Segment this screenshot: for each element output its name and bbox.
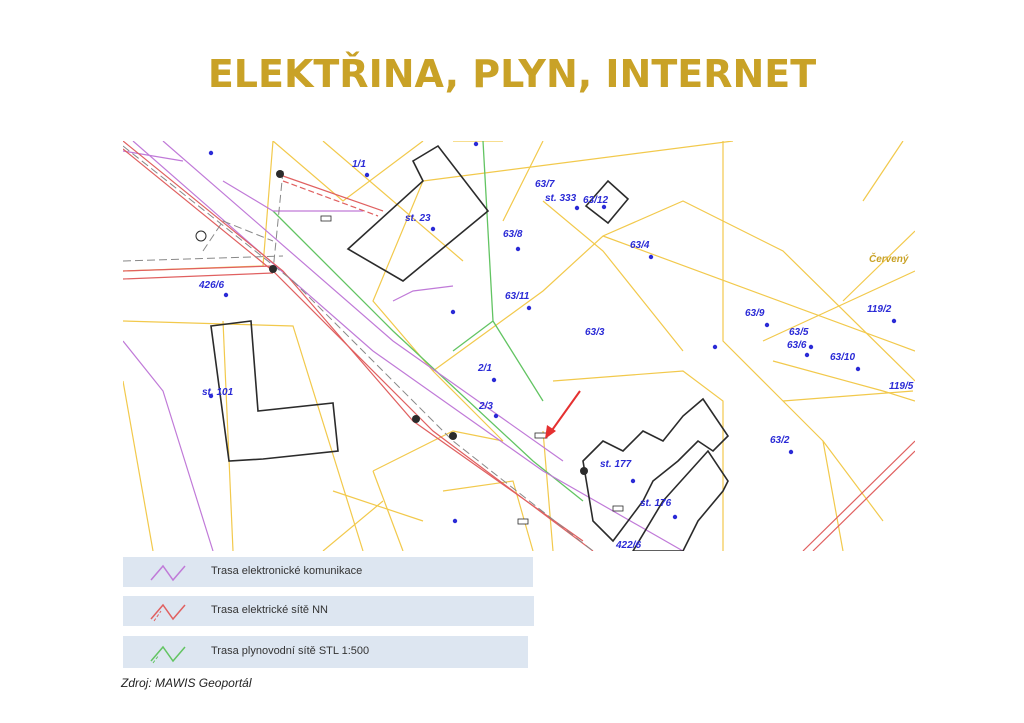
- parcel-points: [208, 141, 897, 524]
- map-canvas: 1/1 st. 23 63/7 st. 333 63/12 63/8 63/4 …: [123, 141, 915, 551]
- parcel-label: 63/2: [770, 435, 790, 446]
- electronic-route-line-icon: [150, 564, 186, 582]
- parcel-label: 63/5: [789, 327, 809, 338]
- parcel-label: 63/9: [745, 308, 765, 319]
- parcel-label: 63/10: [830, 352, 855, 363]
- parcel-label: 422/6: [615, 540, 641, 551]
- parcel-label: 63/7: [535, 179, 555, 190]
- parcel-boundaries: [123, 141, 915, 551]
- location-arrow: [545, 390, 581, 439]
- legend-item-electric: Trasa elektrické sítě NN: [123, 596, 534, 626]
- legend-label: Trasa elektronické komunikace: [211, 565, 363, 577]
- parcel-label: st. 23: [405, 213, 431, 224]
- parcel-label: 63/8: [503, 229, 523, 240]
- parcel-label: 119/5: [889, 381, 914, 392]
- parcel-label: 63/3: [585, 327, 605, 338]
- parcel-label: 2/1: [477, 363, 492, 374]
- parcel-label: 1/1: [352, 159, 366, 170]
- parcel-label: st. 177: [600, 459, 632, 470]
- page-title: ELEKTŘINA, PLYN, INTERNET: [207, 52, 817, 96]
- electric-route-line-icon: [150, 603, 186, 622]
- legend-item-gas: Trasa plynovodní sítě STL 1:500: [123, 636, 528, 668]
- parcel-labels: 1/1 st. 23 63/7 st. 333 63/12 63/8 63/4 …: [198, 159, 914, 551]
- small-markers: [320, 215, 624, 525]
- parcel-label: 119/2: [867, 304, 892, 315]
- source-caption: Zdroj: MAWIS Geoportál: [121, 676, 252, 690]
- parcel-label: 426/6: [198, 280, 224, 291]
- parcel-label: 2/3: [478, 401, 493, 412]
- parcel-label: 63/12: [583, 195, 608, 206]
- buildings: [210, 144, 730, 551]
- electric-route: [123, 141, 915, 551]
- parcel-label: 63/4: [630, 240, 650, 251]
- parcel-label: st. 101: [202, 387, 234, 398]
- dashed-routes: [123, 145, 594, 551]
- parcel-label: 63/11: [505, 291, 530, 302]
- utility-map[interactable]: 1/1 st. 23 63/7 st. 333 63/12 63/8 63/4 …: [123, 141, 915, 551]
- parcel-label: st. 176: [640, 498, 672, 509]
- parcel-label: 63/6: [787, 340, 807, 351]
- parcel-label: st. 333: [545, 193, 577, 204]
- legend-label: Trasa plynovodní sítě STL 1:500: [211, 645, 370, 657]
- street-label: Červený: [869, 252, 909, 265]
- utility-nodes: [195, 170, 588, 475]
- gas-route: [272, 141, 584, 502]
- gas-route-line-icon: [150, 645, 186, 664]
- legend-label: Trasa elektrické sítě NN: [211, 604, 328, 616]
- legend-item-electronic: Trasa elektronické komunikace: [123, 557, 533, 587]
